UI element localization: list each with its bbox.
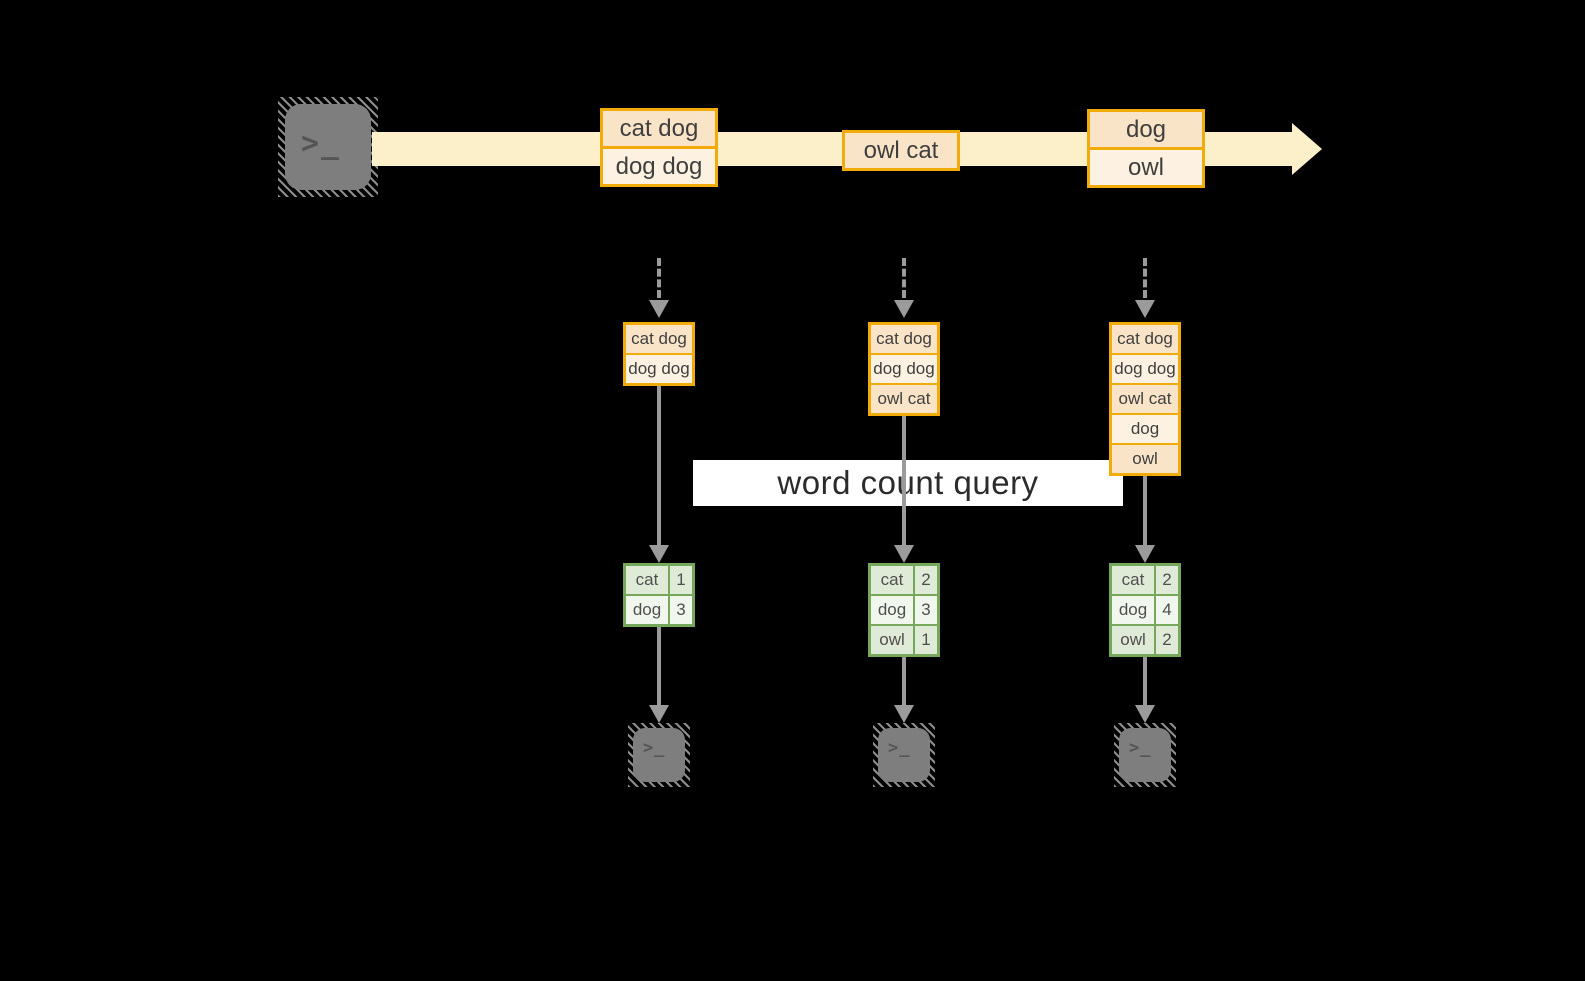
buffer-row: owl <box>1112 443 1178 473</box>
buffer-row: owl cat <box>1112 383 1178 413</box>
count-cell: 4 <box>1156 596 1178 624</box>
count-row: cat 1 <box>626 566 692 594</box>
source-terminal-icon: >_ <box>278 97 378 197</box>
sink-terminal-icon: >_ <box>1114 723 1176 787</box>
prompt-glyph: >_ <box>888 738 911 758</box>
count-row: dog 3 <box>871 594 937 624</box>
word-cell: dog <box>1112 596 1156 624</box>
flow-arrow-head-icon <box>894 545 914 563</box>
count-row: cat 2 <box>1112 566 1178 594</box>
flow-arrow-head-icon <box>1135 545 1155 563</box>
word-cell: cat <box>1112 566 1156 594</box>
buffer-row: cat dog <box>626 325 692 353</box>
count-cell: 2 <box>1156 626 1178 654</box>
stream-arrow-head-icon <box>1292 123 1322 175</box>
ingest-arrow-head-icon <box>1135 300 1155 318</box>
query-banner-label: word count query <box>777 464 1039 501</box>
count-table: cat 2 dog 3 owl 1 <box>868 563 940 657</box>
ingest-arrow <box>902 258 906 298</box>
ingest-arrow <box>657 258 661 298</box>
stream-message-row: owl <box>1090 147 1202 185</box>
word-cell: cat <box>871 566 915 594</box>
buffer-box: cat dog dog dog <box>623 322 695 386</box>
buffer-box: cat dog dog dog owl cat <box>868 322 940 416</box>
word-cell: owl <box>1112 626 1156 654</box>
sink-terminal-icon: >_ <box>628 723 690 787</box>
count-table: cat 2 dog 4 owl 2 <box>1109 563 1181 657</box>
count-cell: 2 <box>915 566 937 594</box>
ingest-arrow-head-icon <box>649 300 669 318</box>
word-cell: cat <box>626 566 670 594</box>
flow-arrow <box>657 627 661 707</box>
flow-arrow <box>657 386 661 547</box>
count-row: dog 4 <box>1112 594 1178 624</box>
word-cell: dog <box>626 596 670 624</box>
count-row: owl 2 <box>1112 624 1178 654</box>
buffer-row: cat dog <box>871 325 937 353</box>
buffer-row: dog dog <box>1112 353 1178 383</box>
sink-terminal-icon: >_ <box>873 723 935 787</box>
word-cell: owl <box>871 626 915 654</box>
count-cell: 1 <box>915 626 937 654</box>
stream-message-row: cat dog <box>603 111 715 146</box>
flow-arrow <box>902 657 906 707</box>
buffer-row: owl cat <box>871 383 937 413</box>
buffer-row: cat dog <box>1112 325 1178 353</box>
terminal-screen: >_ <box>633 728 685 782</box>
prompt-glyph: >_ <box>1129 738 1152 758</box>
ingest-arrow-head-icon <box>894 300 914 318</box>
stream-message: dog owl <box>1087 109 1205 188</box>
count-cell: 1 <box>670 566 692 594</box>
terminal-screen: >_ <box>878 728 930 782</box>
stream-message-row: dog <box>1090 112 1202 147</box>
flow-arrow-head-icon <box>649 705 669 723</box>
flow-arrow <box>1143 476 1147 547</box>
count-row: cat 2 <box>871 566 937 594</box>
count-cell: 3 <box>670 596 692 624</box>
terminal-screen: >_ <box>1119 728 1171 782</box>
buffer-box: cat dog dog dog owl cat dog owl <box>1109 322 1181 476</box>
count-row: dog 3 <box>626 594 692 624</box>
flow-arrow-head-icon <box>649 545 669 563</box>
count-cell: 3 <box>915 596 937 624</box>
buffer-row: dog dog <box>626 353 692 383</box>
ingest-arrow <box>1143 258 1147 298</box>
prompt-glyph: >_ <box>301 126 342 161</box>
count-table: cat 1 dog 3 <box>623 563 695 627</box>
prompt-glyph: >_ <box>643 738 666 758</box>
stream-message-row: dog dog <box>603 146 715 184</box>
flow-arrow <box>902 416 906 547</box>
flow-arrow-head-icon <box>1135 705 1155 723</box>
flow-arrow <box>1143 657 1147 707</box>
stream-message: owl cat <box>842 130 960 171</box>
count-cell: 2 <box>1156 566 1178 594</box>
stream-message: cat dog dog dog <box>600 108 718 187</box>
stream-message-row: owl cat <box>845 133 957 168</box>
flow-arrow-head-icon <box>894 705 914 723</box>
buffer-row: dog <box>1112 413 1178 443</box>
buffer-row: dog dog <box>871 353 937 383</box>
terminal-screen: >_ <box>285 104 371 190</box>
count-row: owl 1 <box>871 624 937 654</box>
word-cell: dog <box>871 596 915 624</box>
query-banner: word count query <box>693 460 1123 506</box>
